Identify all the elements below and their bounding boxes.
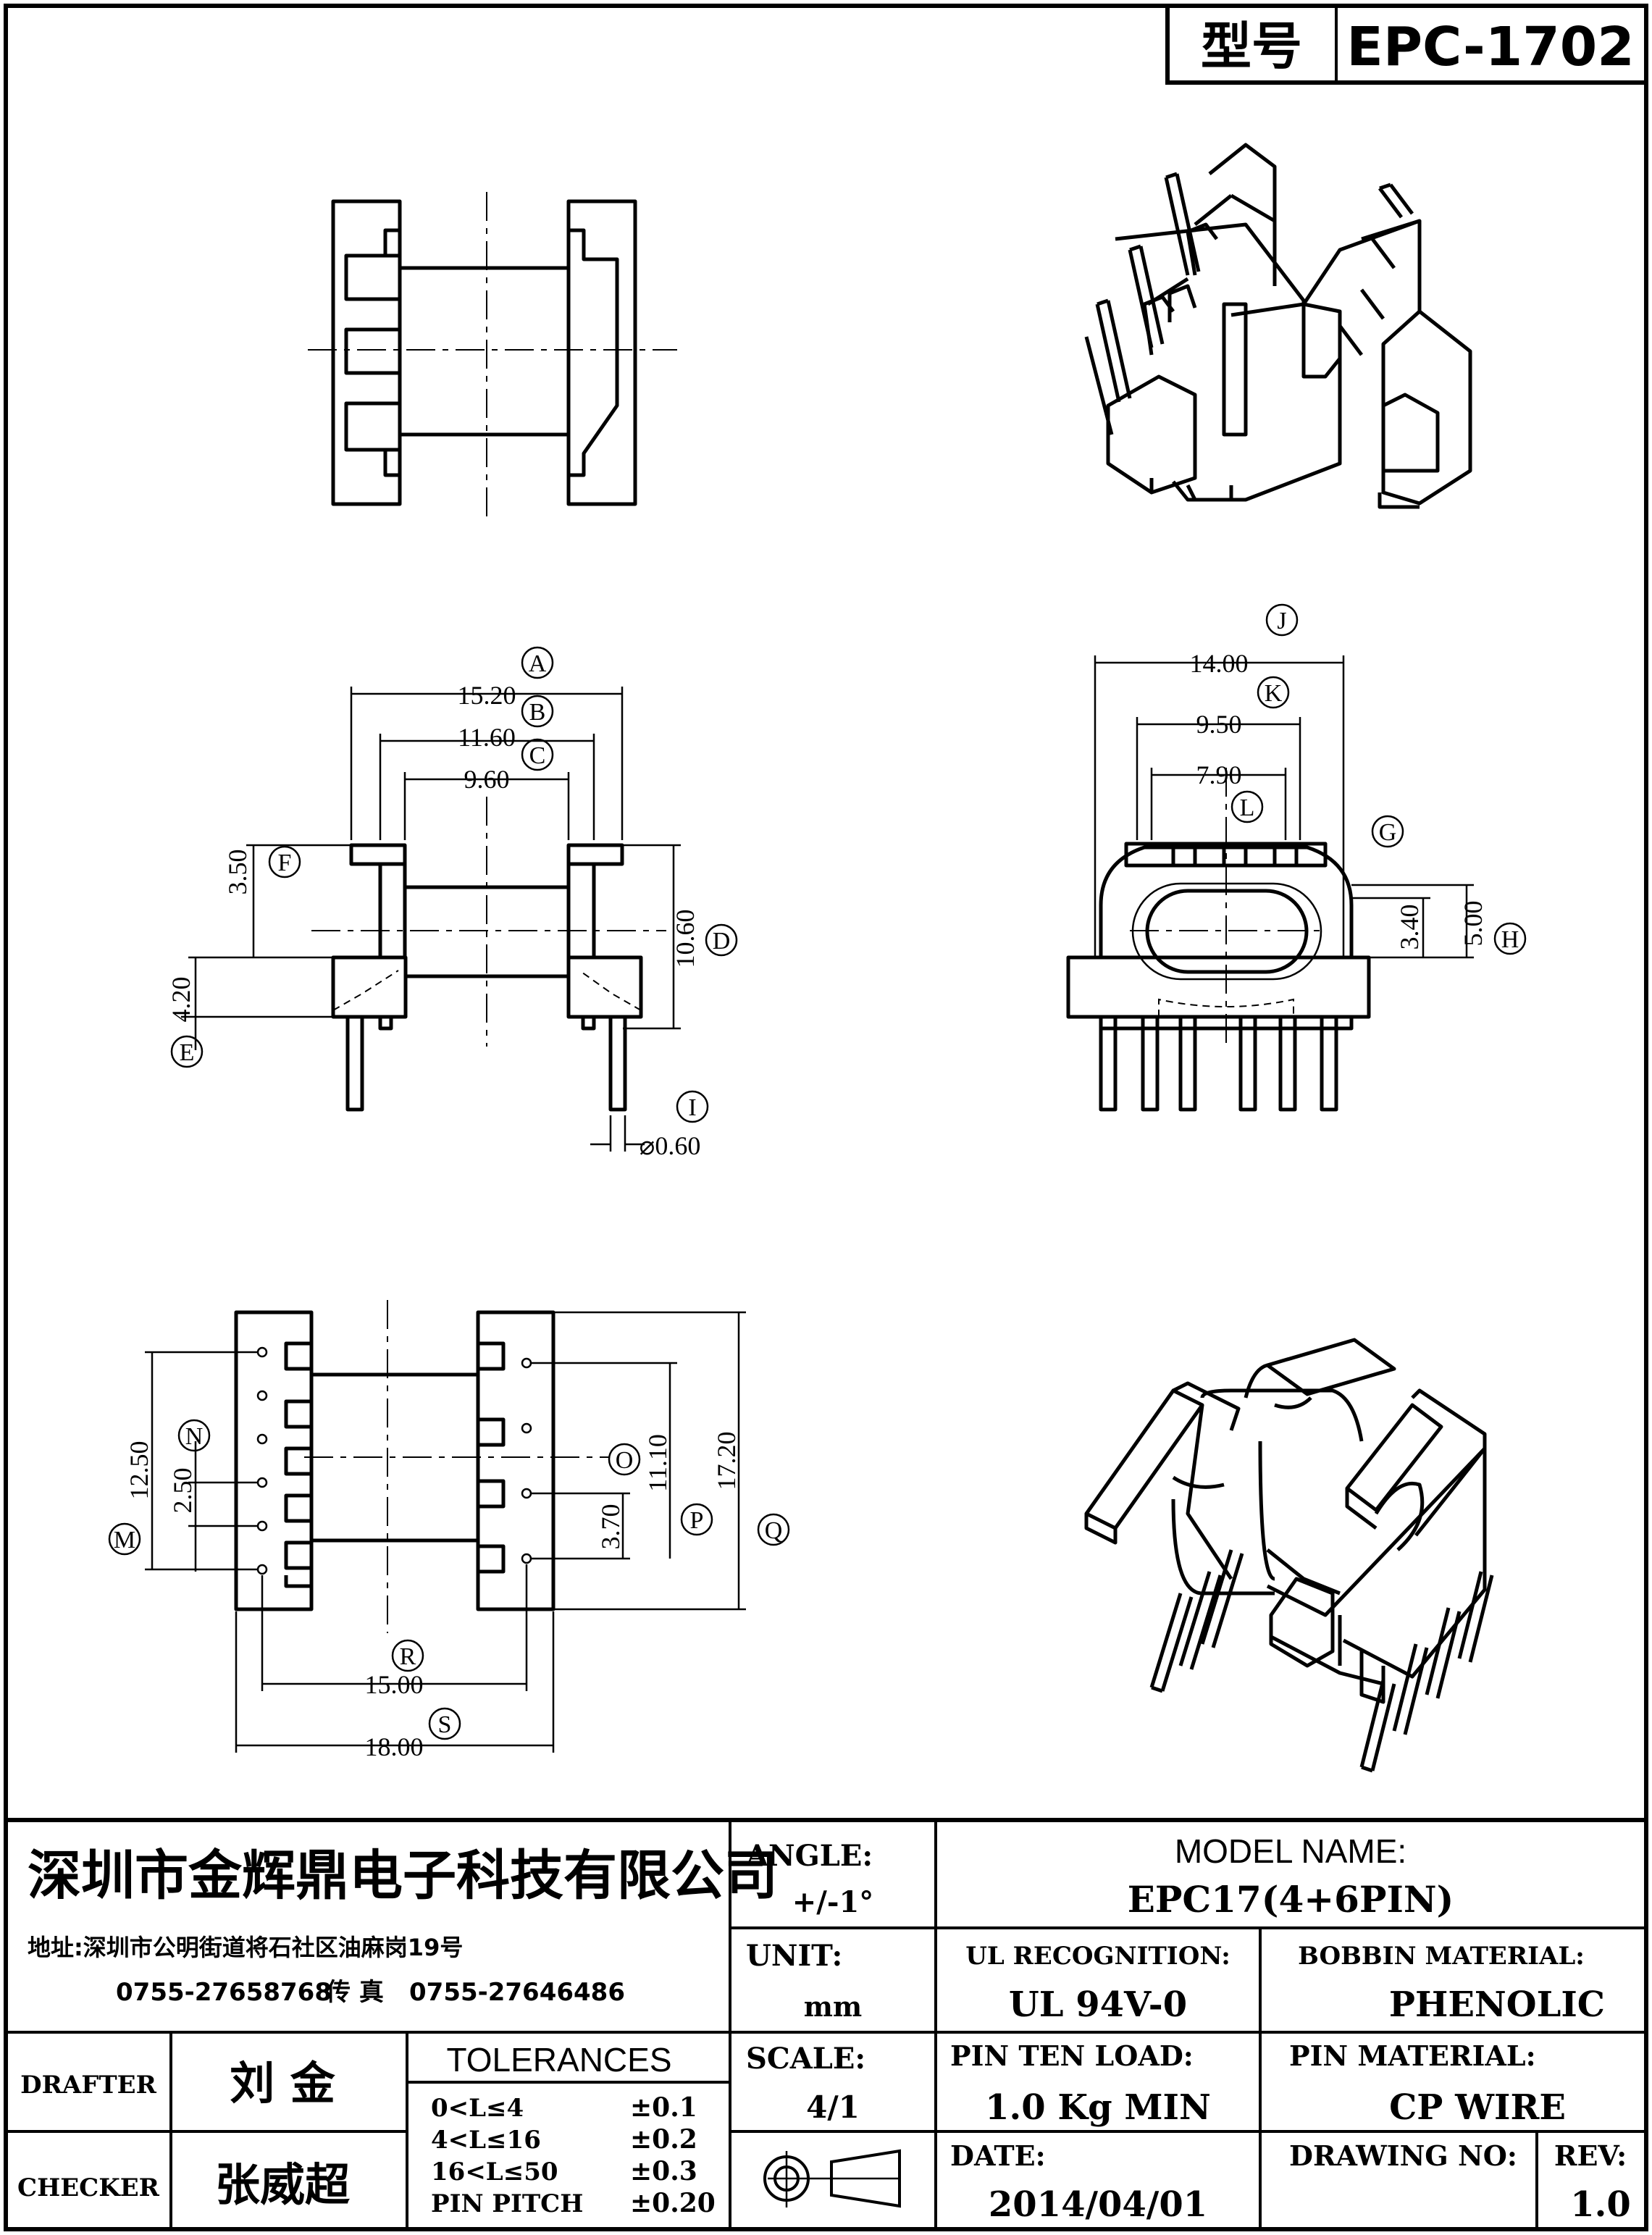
tolerance-value-1: ±0.1 [630, 2092, 697, 2123]
dim-D-value: 10.60 [671, 910, 700, 968]
angle-label: ANGLE: [745, 1839, 873, 1873]
rev-value: 1.0 [1570, 2184, 1631, 2225]
dim-H-letter: H [1501, 926, 1519, 953]
dim-H-value: 5.00 [1459, 901, 1488, 947]
dim-K-letter: K [1265, 680, 1283, 707]
fax-label: 传 真 [325, 1978, 384, 2007]
dim-C-letter: C [529, 742, 546, 769]
ul-value: UL 94V-0 [1009, 1984, 1187, 2025]
angle-value: +/-1° [792, 1885, 874, 1919]
view-front-top [308, 192, 677, 521]
dim-B-value: 11.60 [458, 723, 516, 752]
scale-label: SCALE: [746, 2042, 865, 2076]
tolerances-title: TOLERANCES [446, 2041, 671, 2079]
tolerance-range-2: 4<L≤16 [431, 2126, 541, 2155]
dim-M-letter: M [114, 1527, 135, 1553]
model-name-label: MODEL NAME: [1175, 1832, 1406, 1870]
dim-D-letter: D [713, 928, 731, 955]
pin-material-value: CP WIRE [1389, 2087, 1566, 2128]
drafter-name: 刘 金 [230, 2057, 336, 2110]
dim-J-letter: J [1277, 608, 1286, 634]
dim-B-letter: B [529, 699, 546, 726]
dim-J-value: 14.00 [1190, 649, 1249, 678]
checker-label: CHECKER [17, 2173, 160, 2202]
rev-label: REV: [1554, 2139, 1627, 2172]
view-end-dimensioned: 14.00 J 9.50 K 7.90 L G 3.40 5.00 H [1066, 603, 1527, 1112]
dim-I-letter: I [688, 1094, 696, 1121]
date-value: 2014/04/01 [989, 2184, 1207, 2225]
header-box: 型号 EPC-1702 [1165, 4, 1648, 85]
ul-label: UL RECOGNITION: [965, 1942, 1230, 1971]
dim-Q-value: 17.20 [712, 1432, 741, 1490]
bobbin-material-value: PHENOLIC [1389, 1984, 1605, 2025]
tolerance-range-1: 0<L≤4 [431, 2094, 524, 2123]
dim-O-letter: O [616, 1447, 634, 1474]
checker-name: 张威超 [215, 2158, 351, 2211]
dim-F-letter: F [278, 850, 292, 876]
dim-E-letter: E [180, 1039, 195, 1066]
pin-material-label: PIN MATERIAL: [1289, 2039, 1536, 2072]
dim-P-value: 11.10 [643, 1434, 672, 1492]
dim-R-letter: R [400, 1643, 416, 1670]
dim-A-letter: A [529, 650, 547, 677]
tolerance-range-4: PIN PITCH [431, 2189, 583, 2218]
dim-S-value: 18.00 [365, 1732, 424, 1761]
dim-L-letter: L [1240, 794, 1255, 821]
dim-N-letter: N [185, 1423, 204, 1450]
tolerance-value-4: ±0.20 [630, 2188, 716, 2218]
model-code: EPC-1702 [1346, 16, 1634, 78]
pin-load-label: PIN TEN LOAD: [950, 2039, 1194, 2072]
drawing-frame [4, 4, 1648, 2231]
type-label: 型号 [1201, 17, 1302, 76]
view-isometric-bottom [1084, 1338, 1494, 1773]
company-address: 地址:深圳市公明街道将石社区油麻岗19号 [28, 1934, 463, 1961]
company-fax: 0755-27646486 [409, 1978, 625, 2007]
company-name: 深圳市金辉鼎电子科技有限公司 [28, 1845, 778, 1907]
dim-P-letter: P [690, 1507, 704, 1534]
date-label: DATE: [950, 2139, 1046, 2172]
view-isometric-top [1084, 143, 1472, 509]
drawing-no-label: DRAWING NO: [1289, 2139, 1517, 2172]
unit-value: mm [804, 1990, 862, 2023]
scale-value: 4/1 [806, 2089, 860, 2125]
tolerance-range-3: 16<L≤50 [431, 2158, 558, 2186]
dim-A-value: 15.20 [458, 681, 516, 710]
dim-I-value: ⌀0.60 [640, 1131, 701, 1160]
dim-M-value: 12.50 [125, 1441, 154, 1500]
bobbin-material-label: BOBBIN MATERIAL: [1298, 1942, 1585, 1971]
dim-K-value: 9.50 [1196, 710, 1242, 739]
tolerance-value-2: ±0.2 [630, 2124, 697, 2155]
dim-R-value: 15.00 [365, 1670, 424, 1699]
dim-C-value: 9.60 [464, 765, 510, 794]
drafter-label: DRAFTER [20, 2071, 156, 2100]
dim-H-value2: 3.40 [1395, 905, 1424, 950]
view-plan-dimensioned: 12.50 M 2.50 N 3.70 O 11.10 P 17.20 Q 15… [108, 1300, 790, 1761]
dim-L-value: 7.90 [1196, 760, 1242, 789]
dim-F-value: 3.50 [223, 850, 252, 895]
dim-O-value: 3.70 [596, 1504, 625, 1550]
dim-S-letter: S [438, 1711, 452, 1738]
pin-load-value: 1.0 Kg MIN [985, 2087, 1211, 2128]
unit-label: UNIT: [746, 1939, 842, 1973]
model-name-value: EPC17(4+6PIN) [1128, 1878, 1454, 1921]
dim-G-letter: G [1379, 819, 1397, 846]
dim-E-value: 4.20 [167, 977, 196, 1023]
view-side-dimensioned: 15.20 A 11.60 B 9.60 C 10.60 D 3.50 F 4.… [167, 646, 738, 1160]
dim-Q-letter: Q [765, 1517, 783, 1544]
dim-N-value: 2.50 [168, 1468, 197, 1514]
title-block: 深圳市金辉鼎电子科技有限公司 地址:深圳市公明街道将石社区油麻岗19号 0755… [6, 1818, 1646, 2229]
tolerance-value-3: ±0.3 [630, 2156, 697, 2186]
company-phone: 0755-27658768 [116, 1978, 332, 2007]
